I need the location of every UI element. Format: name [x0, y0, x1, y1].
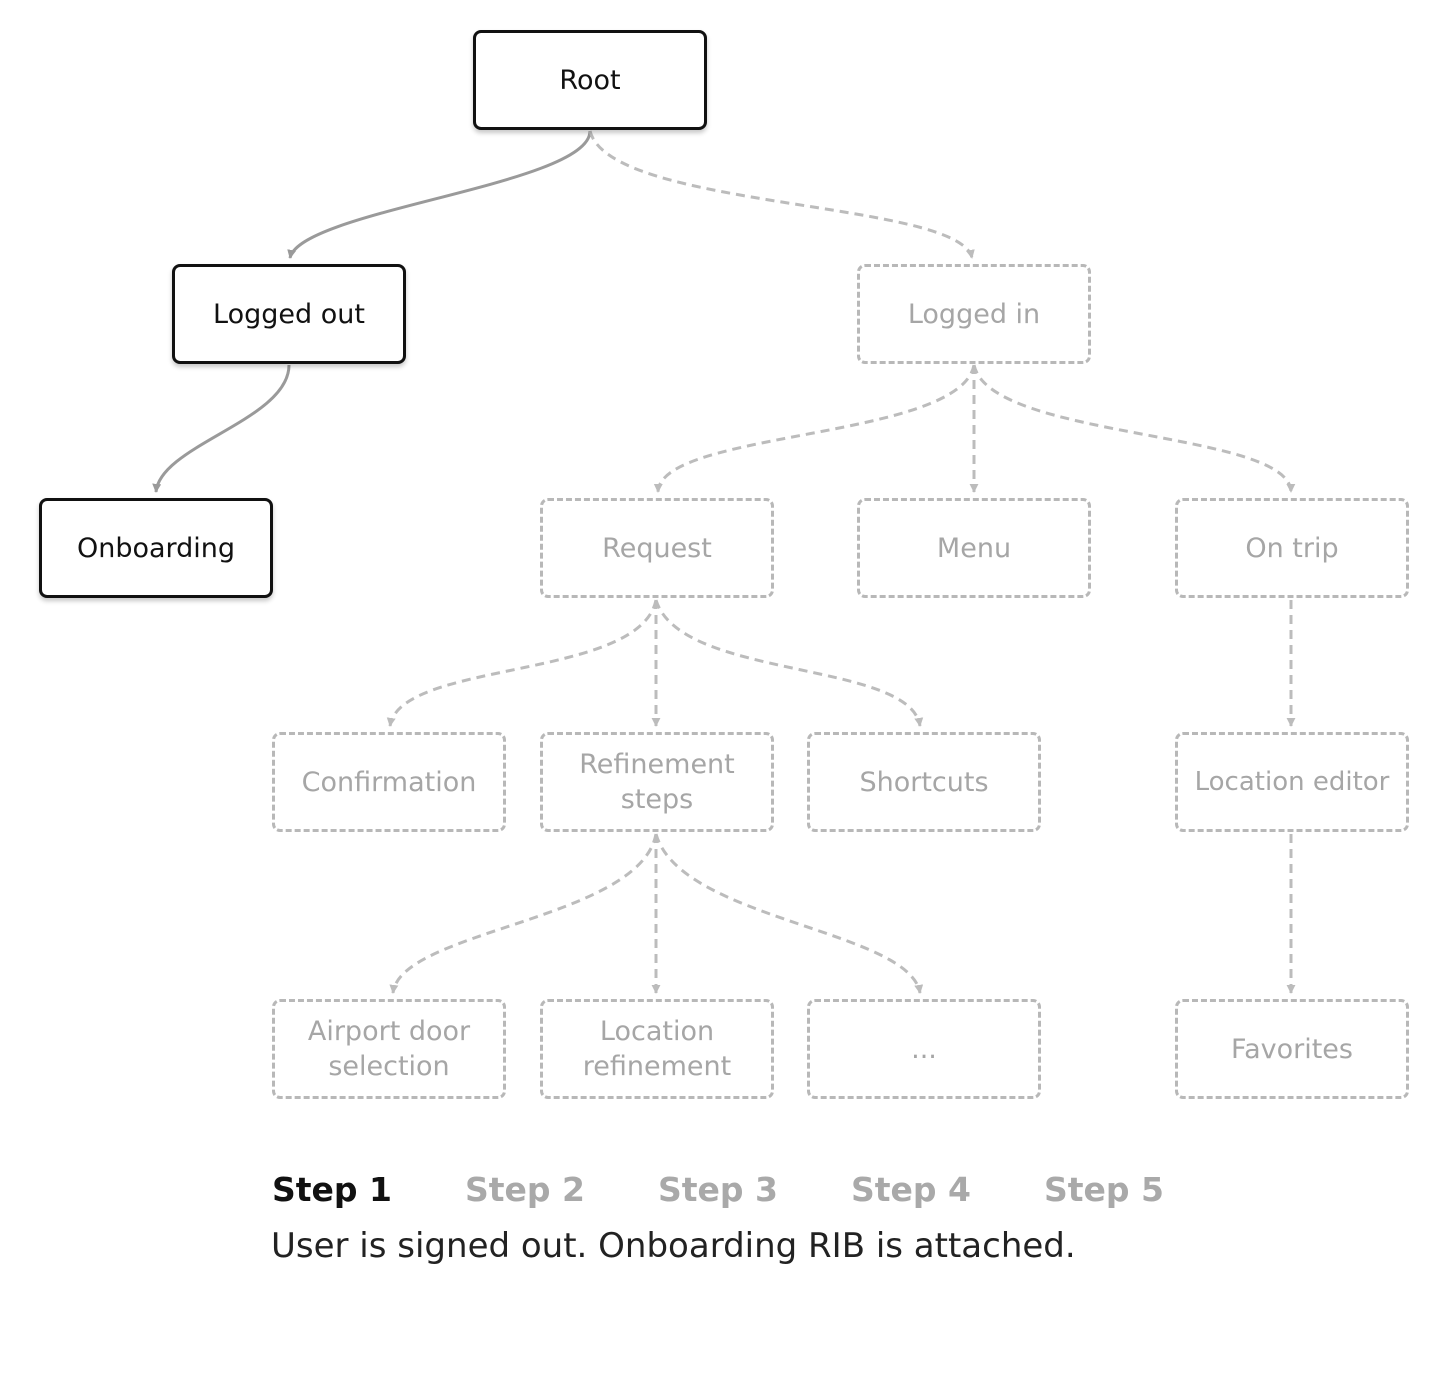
node-onboarding-label: Onboarding: [76, 532, 236, 564]
edge-logged-in-on-trip: [972, 364, 1296, 493]
node-request: Request: [540, 498, 774, 598]
edge-root-logged-out: [287, 130, 592, 259]
node-menu: Menu: [857, 498, 1091, 598]
node-ellipsis-label: ...: [911, 1033, 937, 1065]
node-location-editor: Location editor: [1175, 732, 1409, 832]
node-ellipsis: ...: [807, 999, 1041, 1099]
node-logged-in-label: Logged in: [907, 298, 1041, 330]
node-logged-out: Logged out: [172, 264, 406, 364]
edge-logged-out-onboarding: [152, 364, 291, 493]
step-2[interactable]: Step 2: [465, 1170, 585, 1209]
edge-request-shortcuts: [654, 599, 924, 727]
node-refinement-steps-label: Refinement steps: [579, 749, 735, 815]
node-location-refinement: Location refinement: [540, 999, 774, 1099]
node-shortcuts-label: Shortcuts: [859, 766, 989, 798]
node-request-label: Request: [602, 532, 712, 564]
step-4[interactable]: Step 4: [851, 1170, 971, 1209]
node-confirmation-label: Confirmation: [301, 766, 477, 798]
node-menu-label: Menu: [936, 532, 1012, 564]
edge-request-confirmation: [386, 599, 658, 727]
node-logged-out-label: Logged out: [213, 298, 365, 330]
step-caption: User is signed out. Onboarding RIB is at…: [271, 1226, 1076, 1266]
node-logged-in: Logged in: [857, 264, 1091, 364]
step-indicator: Step 1 Step 2 Step 3 Step 4 Step 5: [272, 1170, 1237, 1209]
edge-root-logged-in: [588, 130, 975, 259]
node-location-editor-label: Location editor: [1194, 766, 1390, 797]
edge-refinement-ellipsis: [654, 833, 924, 994]
node-confirmation: Confirmation: [272, 732, 506, 832]
node-favorites: Favorites: [1175, 999, 1409, 1099]
node-root: Root: [473, 30, 707, 130]
node-shortcuts: Shortcuts: [807, 732, 1041, 832]
node-refinement-steps: Refinement steps: [540, 732, 774, 832]
edge-logged-in-request: [653, 364, 976, 493]
step-5[interactable]: Step 5: [1044, 1170, 1164, 1209]
node-location-refinement-label: Location refinement: [582, 1016, 732, 1082]
node-on-trip-label: On trip: [1245, 532, 1339, 564]
step-1[interactable]: Step 1: [272, 1170, 392, 1209]
step-3[interactable]: Step 3: [658, 1170, 778, 1209]
node-on-trip: On trip: [1175, 498, 1409, 598]
edge-refinement-airport: [389, 833, 658, 994]
node-airport-door-selection: Airport door selection: [272, 999, 506, 1099]
node-onboarding: Onboarding: [39, 498, 273, 598]
node-favorites-label: Favorites: [1231, 1033, 1353, 1065]
node-airport-door-selection-label: Airport door selection: [307, 1016, 471, 1082]
node-root-label: Root: [559, 64, 621, 96]
